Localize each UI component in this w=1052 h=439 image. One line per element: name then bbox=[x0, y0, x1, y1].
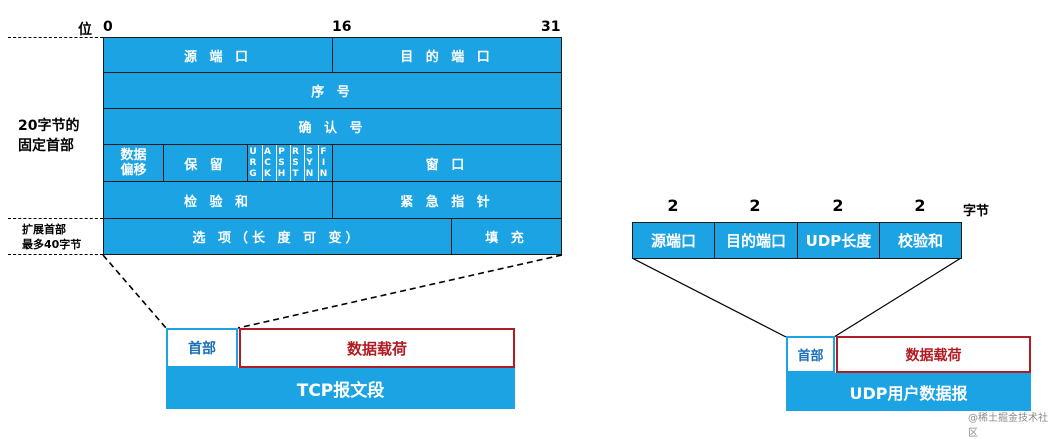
tcp-flag-letter: I bbox=[321, 157, 330, 168]
tcp-flag-letter: U bbox=[249, 146, 261, 157]
urgent-pointer-field: 紧 急 指 针 bbox=[332, 181, 562, 219]
udp-datagram-payload: 数据载荷 bbox=[836, 336, 1031, 373]
tcp-segment-label: TCP报文段 bbox=[166, 368, 515, 409]
fixed-top-dash bbox=[8, 37, 103, 38]
tcp-flag-letter: R bbox=[292, 146, 303, 157]
bit-label: 位 bbox=[78, 22, 92, 38]
tcp-flag-letter: P bbox=[278, 146, 289, 157]
udp-src-port-field: 源端口 bbox=[632, 222, 715, 259]
bit-start: 0 bbox=[103, 19, 113, 35]
tcp-flag-letter: R bbox=[249, 157, 261, 168]
ext-header-label: 扩展首部 最多40字节 bbox=[22, 223, 82, 251]
tcp-flag-letter: N bbox=[305, 168, 318, 179]
checksum-field: 检 验 和 bbox=[103, 181, 333, 219]
fixed-bottom-dash bbox=[8, 218, 103, 219]
udp-size-2: 2 bbox=[749, 196, 761, 215]
tcp-flag-letter: N bbox=[319, 168, 332, 179]
options-field: 选 项（长 度 可 变） bbox=[103, 218, 452, 255]
udp-size-3: 2 bbox=[832, 196, 844, 215]
tcp-flag-letter: F bbox=[320, 146, 331, 157]
udp-datagram-label: UDP用户数据报 bbox=[786, 373, 1031, 411]
tcp-segment-header: 首部 bbox=[166, 328, 238, 368]
tcp-segment-payload: 数据载荷 bbox=[239, 328, 515, 368]
reserved-field: 保 留 bbox=[163, 144, 248, 182]
bit-end: 31 bbox=[541, 19, 561, 35]
udp-size-unit: 字节 bbox=[963, 204, 990, 219]
udp-dst-port-field: 目的端口 bbox=[714, 222, 798, 259]
window-field: 窗 口 bbox=[332, 144, 562, 182]
tcp-flag-letter: A bbox=[264, 146, 275, 157]
udp-right-expand-line bbox=[833, 257, 962, 338]
tcp-flag-letter: G bbox=[249, 168, 261, 179]
watermark-text: @稀土掘金技术社区 bbox=[968, 413, 1048, 439]
padding-field: 填 充 bbox=[451, 218, 562, 255]
udp-datagram-header: 首部 bbox=[786, 336, 835, 373]
tcp-flag-letter: T bbox=[292, 168, 303, 179]
udp-checksum-field: 校验和 bbox=[879, 222, 962, 259]
tcp-flag-letter: H bbox=[277, 168, 290, 179]
tcp-right-expand-line bbox=[237, 254, 563, 329]
src-port-field: 源 端 口 bbox=[103, 37, 333, 73]
tcp-flag-letter: S bbox=[278, 157, 289, 168]
expansion-lines bbox=[102, 254, 962, 338]
tcp-flag-letter: S bbox=[292, 157, 303, 168]
tcp-flag-letter: K bbox=[264, 168, 275, 179]
tcp-left-expand-line bbox=[102, 254, 167, 329]
fixed-header-label: 20字节的 固定首部 bbox=[18, 118, 80, 154]
tcp-flag-letter: C bbox=[264, 157, 275, 168]
ext-bottom-dash bbox=[8, 254, 103, 255]
tcp-flag-letter: Y bbox=[306, 157, 317, 168]
udp-size-1: 2 bbox=[667, 196, 679, 215]
bit-mid: 16 bbox=[332, 19, 352, 35]
udp-size-4: 2 bbox=[914, 196, 926, 215]
udp-left-expand-line bbox=[631, 257, 787, 338]
udp-length-field: UDP长度 bbox=[797, 222, 880, 259]
tcp-flag-letter: S bbox=[306, 146, 317, 157]
